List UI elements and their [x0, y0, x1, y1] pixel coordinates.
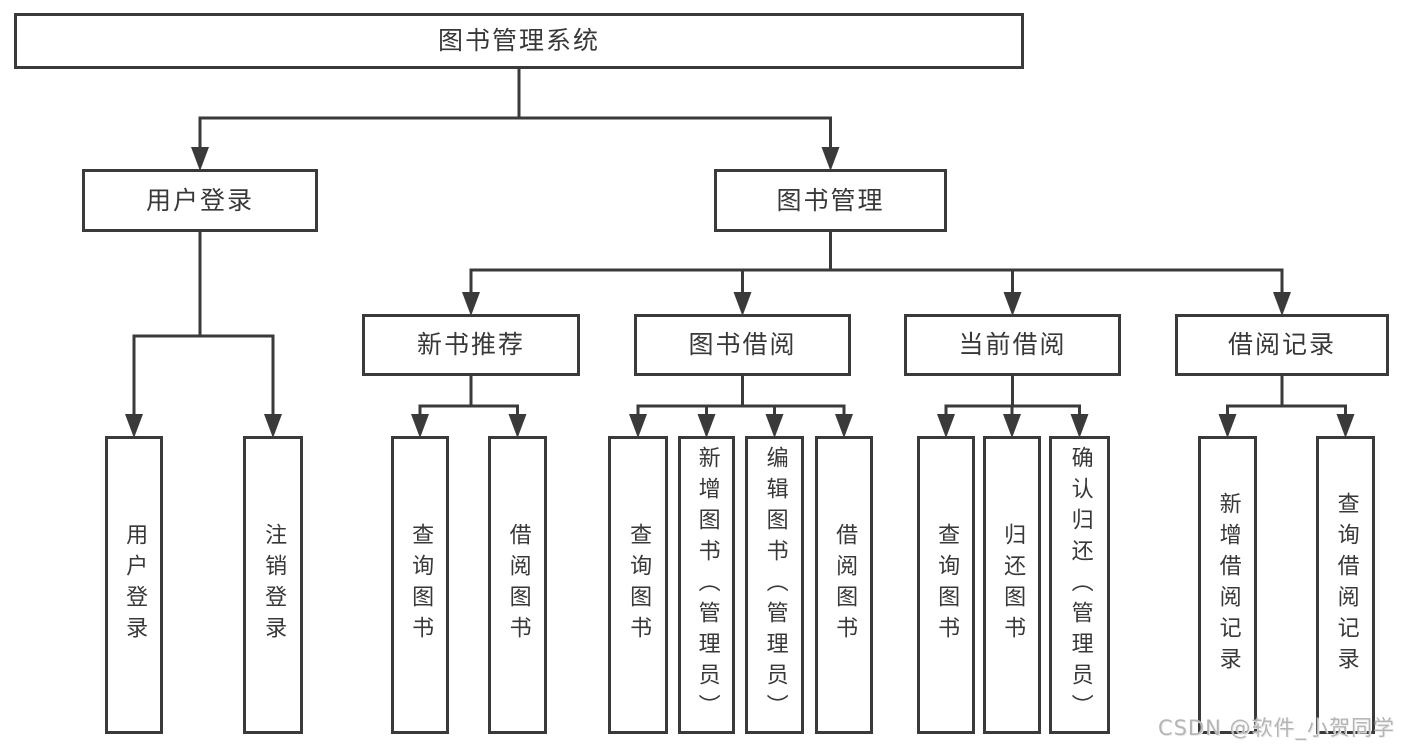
node-br-add: 新增借阅记录	[1198, 436, 1257, 734]
node-label: 查询图书	[934, 523, 960, 647]
node-bb-add: 新增图书（管理员）	[678, 436, 735, 734]
node-label: 查询借阅记录	[1333, 492, 1359, 678]
arrowhead-icon	[835, 414, 853, 438]
arrowhead-icon	[508, 414, 527, 438]
node-cb-return: 归还图书	[983, 436, 1041, 734]
node-bb-edit: 编辑图书（管理员）	[745, 436, 804, 734]
node-new-book-rec: 新书推荐	[362, 314, 580, 376]
node-bb-borrow: 借阅图书	[815, 436, 873, 734]
node-login: 用户登录	[105, 436, 163, 734]
node-label: 借阅记录	[1227, 330, 1336, 360]
node-label: 确认归还（管理员）	[1067, 445, 1093, 725]
node-label: 查询图书	[626, 523, 652, 647]
arrowhead-icon	[1003, 292, 1022, 316]
node-borrow-record: 借阅记录	[1175, 314, 1389, 376]
arrowhead-icon	[821, 147, 840, 171]
node-label: 新增图书（管理员）	[694, 445, 720, 725]
arrowhead-icon	[191, 147, 209, 171]
node-cb-query: 查询图书	[917, 436, 975, 734]
arrowhead-icon	[462, 292, 480, 316]
arrowhead-icon	[1273, 292, 1291, 316]
node-label: 用户登录	[122, 523, 148, 647]
node-book-borrow: 图书借阅	[634, 314, 851, 376]
node-label: 编辑图书（管理员）	[762, 445, 788, 725]
node-label: 查询图书	[408, 523, 434, 647]
arrowhead-icon	[1070, 414, 1089, 438]
node-logout: 注销登录	[243, 436, 303, 734]
arrowhead-icon	[411, 414, 429, 438]
node-current-borrow: 当前借阅	[904, 314, 1121, 376]
node-label: 注销登录	[261, 523, 287, 647]
arrowhead-icon	[765, 414, 784, 438]
node-label: 借阅图书	[505, 523, 531, 647]
arrowhead-icon	[697, 414, 716, 438]
arrowhead-icon	[629, 414, 647, 438]
node-label: 归还图书	[1000, 523, 1026, 647]
node-label: 新书推荐	[416, 330, 525, 360]
node-label: 图书管理系统	[437, 26, 600, 56]
arrowhead-icon	[937, 414, 955, 438]
node-label: 图书借阅	[688, 330, 797, 360]
arrowhead-icon	[264, 414, 282, 438]
node-bb-query: 查询图书	[608, 436, 668, 734]
arrowhead-icon	[1003, 414, 1021, 438]
node-label: 图书管理	[776, 185, 885, 215]
arrowhead-icon	[125, 414, 143, 438]
node-user-login: 用户登录	[82, 169, 318, 232]
node-label: 当前借阅	[958, 330, 1067, 360]
node-br-query: 查询借阅记录	[1316, 436, 1375, 734]
watermark-text: CSDN @软件_小贺同学	[1157, 716, 1395, 740]
node-root: 图书管理系统	[14, 13, 1024, 69]
arrowhead-icon	[1218, 414, 1237, 438]
node-book-mgmt: 图书管理	[714, 169, 947, 232]
arrowhead-icon	[733, 292, 752, 316]
node-rec-query: 查询图书	[391, 436, 449, 734]
node-label: 用户登录	[145, 185, 254, 215]
node-cb-confirm: 确认归还（管理员）	[1049, 436, 1110, 734]
arrowhead-icon	[1336, 414, 1355, 438]
node-label: 借阅图书	[832, 523, 858, 647]
node-label: 新增借阅记录	[1215, 492, 1241, 678]
node-rec-borrow: 借阅图书	[488, 436, 547, 734]
